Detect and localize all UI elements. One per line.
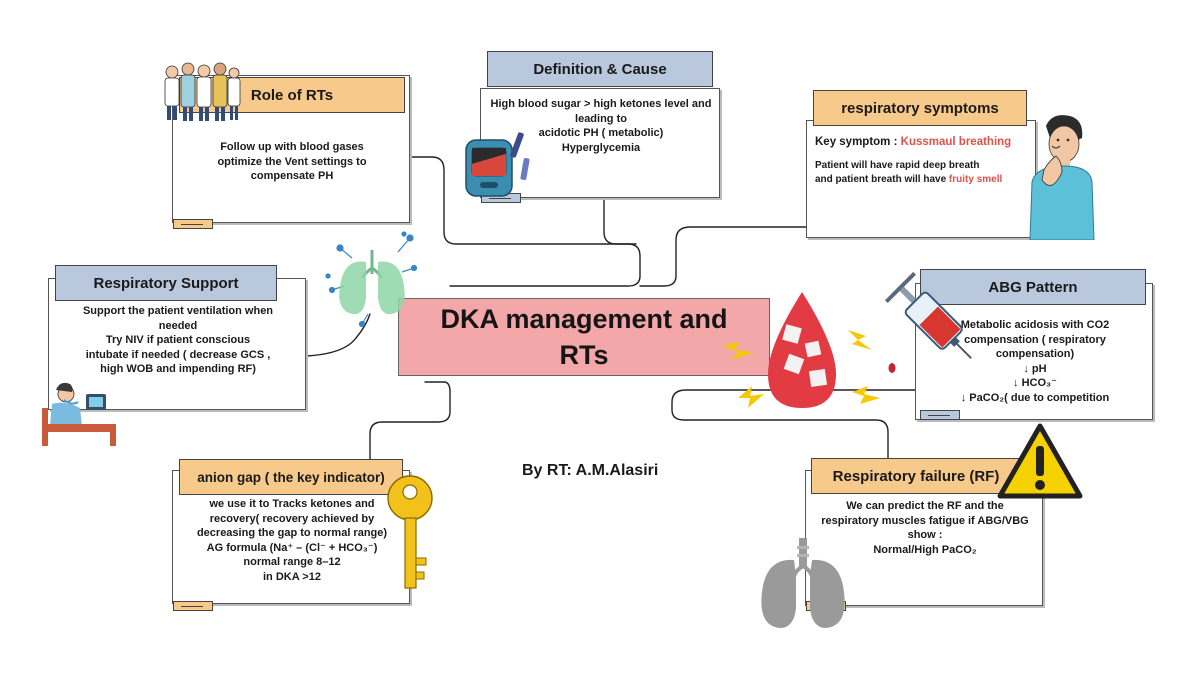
- connector-symptoms: [639, 226, 807, 287]
- center-title: DKA management and RTs: [440, 304, 728, 370]
- card-abg-body: Metabolic acidosis with CO2 compensation…: [960, 319, 1110, 404]
- card-definition-body: High blood sugar > high ketones level an…: [490, 98, 712, 154]
- card-abg-title: ABG Pattern: [920, 269, 1146, 305]
- card-symptoms-title: respiratory symptoms: [813, 90, 1027, 126]
- card-abg-tab: [920, 410, 960, 420]
- card-anion-body: we use it to Tracks ketones and recovery…: [196, 498, 388, 583]
- card-definition-title: Definition & Cause: [487, 51, 713, 87]
- warning-icon: [997, 423, 1083, 499]
- connector-anion: [369, 381, 451, 461]
- doctors-group-icon: [164, 62, 241, 121]
- card-support-title: Respiratory Support: [55, 265, 277, 301]
- card-symptoms-body: Key symptom : Kussmaul breathing Patient…: [815, 136, 1012, 185]
- center-title-box: DKA management and RTs: [398, 298, 770, 376]
- grey-lungs-icon: [761, 538, 845, 628]
- card-respiratory-support: Respiratory Support Support the patient …: [48, 265, 306, 410]
- card-role-body: Follow up with blood gases optimize the …: [217, 141, 367, 182]
- card-rf-body: We can predict the RF and the respirator…: [821, 500, 1029, 556]
- kussmaul-highlight: Kussmaul breathing: [900, 136, 1012, 148]
- coughing-patient-icon: [1029, 115, 1095, 240]
- glucose-meter-icon: [465, 132, 530, 197]
- card-anion-gap: anion gap ( the key indicator) we use it…: [172, 459, 410, 611]
- card-definition: Definition & Cause High blood sugar > hi…: [480, 51, 720, 203]
- card-anion-tab: [173, 601, 213, 611]
- card-support-body: Support the patient ventilation when nee…: [82, 305, 274, 375]
- connector-definition: [603, 197, 637, 245]
- blood-drop-sugar-icon: [722, 292, 880, 408]
- card-anion-title: anion gap ( the key indicator): [179, 459, 403, 495]
- author-credit: By RT: A.M.Alasiri: [522, 462, 659, 479]
- key-icon: [387, 475, 433, 589]
- card-role-tab: [173, 219, 213, 229]
- card-respiratory-failure: Respiratory failure (RF) We can predict …: [805, 458, 1043, 611]
- fruity-smell-highlight: fruity smell: [948, 174, 1003, 185]
- patient-bed-icon: [42, 382, 116, 446]
- card-abg-pattern: ABG Pattern Metabolic acidosis with CO2 …: [915, 269, 1153, 420]
- syringe-icon: [884, 271, 972, 373]
- card-respiratory-symptoms: respiratory symptoms Key symptom : Kussm…: [806, 90, 1036, 238]
- card-rf-title: Respiratory failure (RF): [811, 458, 1021, 494]
- green-lungs-icon: [325, 231, 418, 328]
